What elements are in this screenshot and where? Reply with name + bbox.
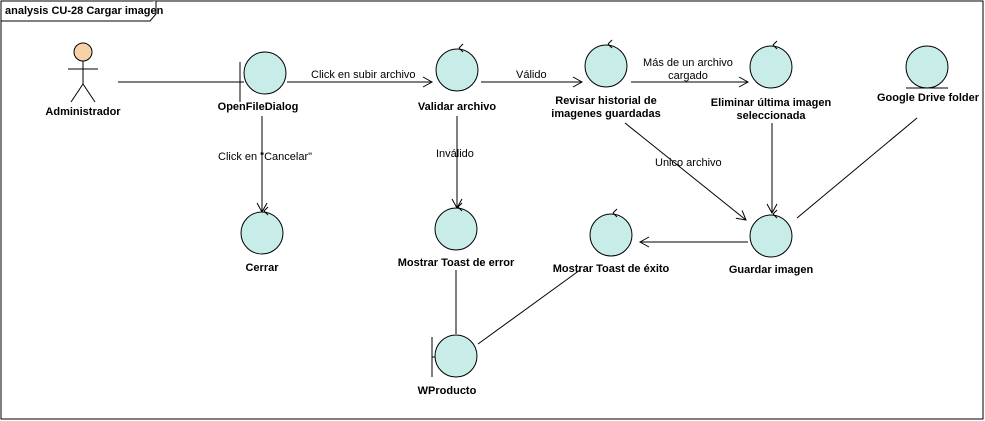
label-mostrar-toast-exito: Mostrar Toast de éxito — [553, 263, 670, 275]
label-administrador: Administrador — [45, 106, 121, 118]
edge-label-invalido: Inválido — [436, 148, 474, 160]
label-guardar-imagen: Guardar imagen — [729, 264, 814, 276]
frame-title: analysis CU-28 Cargar imagen — [5, 5, 164, 17]
edge-unico-archivo — [624, 122, 747, 221]
edge-label-click-cancelar: Click en "Cancelar" — [218, 151, 312, 163]
edge-label-unico-archivo: Unico archivo — [655, 157, 722, 169]
edge-guardar-drive — [796, 117, 918, 219]
entity-google-drive: Google Drive folder — [877, 45, 980, 104]
boundary-openfiledialog: OpenFileDialog — [218, 51, 299, 113]
label-cerrar: Cerrar — [245, 262, 279, 274]
edge-label-mas-de-un-archivo-2: cargado — [668, 70, 708, 82]
label-validar-archivo: Validar archivo — [418, 101, 497, 113]
edge-wproducto-toast-exito — [477, 269, 581, 345]
control-mostrar-toast-exito: Mostrar Toast de éxito — [553, 208, 670, 275]
actor-administrador: Administrador — [45, 42, 121, 118]
control-guardar-imagen: Guardar imagen — [729, 209, 814, 276]
label-revisar-historial-1: Revisar historial de — [555, 95, 657, 107]
label-wproducto: WProducto — [418, 385, 477, 397]
control-mostrar-toast-error: Mostrar Toast de error — [398, 202, 515, 269]
boundary-wproducto: WProducto — [418, 334, 478, 397]
edge-label-mas-de-un-archivo-1: Más de un archivo — [643, 57, 733, 69]
label-openfiledialog: OpenFileDialog — [218, 101, 299, 113]
label-eliminar-ultima-2: seleccionada — [736, 110, 806, 122]
control-eliminar-ultima: Eliminar última imagen seleccionada — [711, 40, 832, 122]
edge-label-valido: Válido — [516, 69, 547, 81]
control-revisar-historial: Revisar historial de imagenes guardadas — [551, 39, 661, 120]
edges — [118, 76, 918, 345]
label-eliminar-ultima-1: Eliminar última imagen — [711, 97, 832, 109]
actor-head — [73, 42, 93, 62]
label-google-drive: Google Drive folder — [877, 92, 980, 104]
edge-labels: Click en subir archivo Click en "Cancela… — [218, 57, 733, 169]
control-validar-archivo: Validar archivo — [418, 43, 497, 113]
control-cerrar: Cerrar — [240, 206, 284, 274]
edge-label-click-subir: Click en subir archivo — [311, 69, 416, 81]
label-revisar-historial-2: imagenes guardadas — [551, 108, 660, 120]
label-mostrar-toast-error: Mostrar Toast de error — [398, 257, 515, 269]
